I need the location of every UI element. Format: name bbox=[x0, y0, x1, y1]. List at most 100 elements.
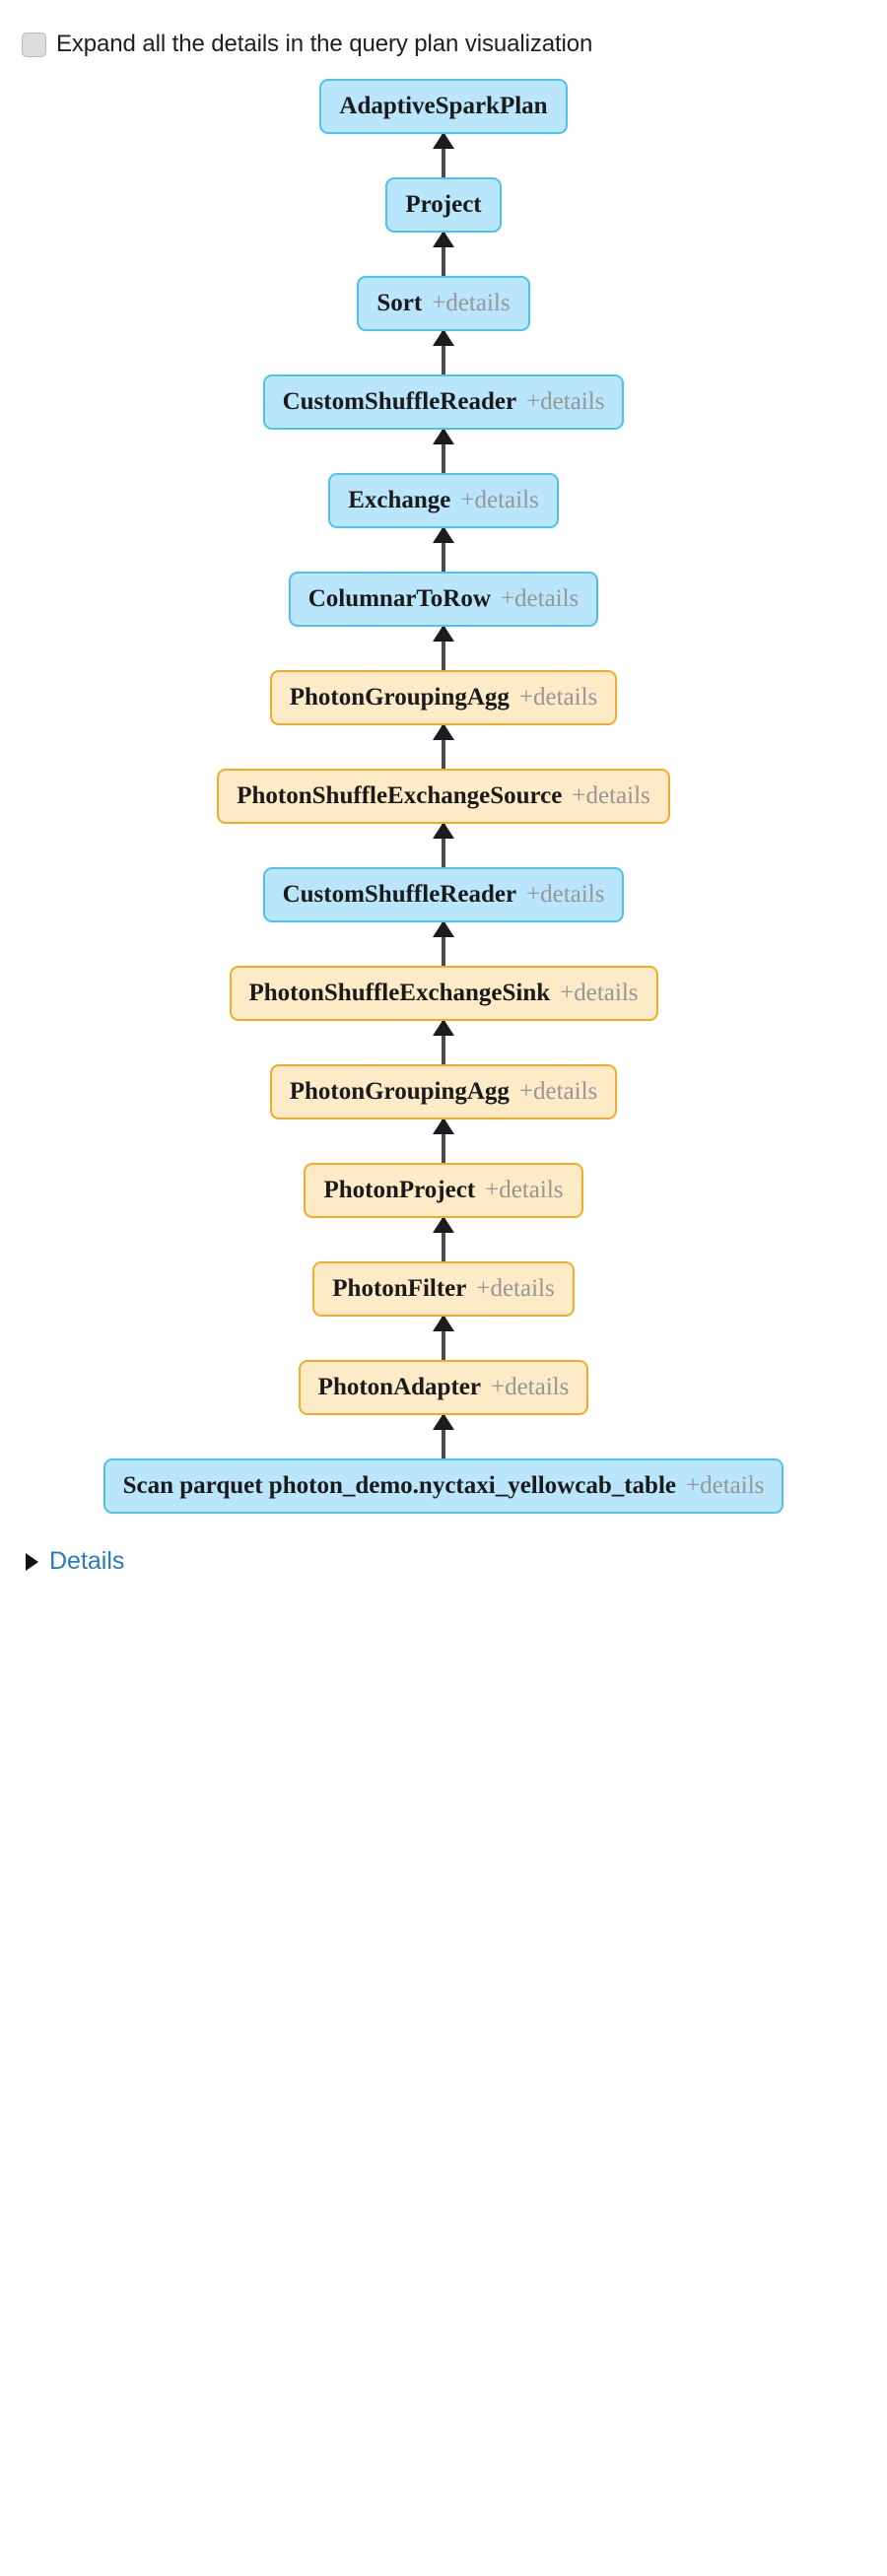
plan-node-operator: PhotonShuffleExchangeSource bbox=[237, 782, 563, 809]
plan-node-operator: PhotonGroupingAgg bbox=[289, 684, 510, 711]
plan-node-photonproject[interactable]: PhotonProject +details bbox=[304, 1163, 583, 1218]
plan-node-operator: PhotonFilter bbox=[332, 1275, 467, 1302]
arrow-shaft bbox=[442, 233, 445, 276]
arrow-up-icon bbox=[0, 920, 887, 966]
plan-node-operator: PhotonShuffleExchangeSink bbox=[248, 980, 551, 1006]
plan-node-operator: PhotonAdapter bbox=[317, 1374, 481, 1400]
arrow-up-icon bbox=[0, 1413, 887, 1458]
arrow-head bbox=[433, 1216, 454, 1233]
arrow-up-icon bbox=[0, 1118, 887, 1163]
plan-node-operator: ColumnarToRow bbox=[307, 585, 491, 612]
arrow-head bbox=[433, 1118, 454, 1134]
plan-node-row: CustomShuffleReader +details bbox=[0, 374, 887, 430]
plan-node-operator: Sort bbox=[376, 290, 423, 316]
arrow-shaft bbox=[442, 627, 445, 670]
plan-node-row: CustomShuffleReader +details bbox=[0, 867, 887, 922]
arrow-up-icon bbox=[0, 822, 887, 867]
arrow-head bbox=[433, 920, 454, 937]
plan-node-row: PhotonGroupingAgg +details bbox=[0, 670, 887, 725]
arrow-shaft bbox=[442, 1119, 445, 1163]
plan-node-details-toggle[interactable]: +details bbox=[518, 684, 598, 711]
details-disclosure-row[interactable]: Details bbox=[0, 1514, 887, 1576]
arrow-up-icon bbox=[0, 723, 887, 769]
arrow-shaft bbox=[442, 1218, 445, 1261]
plan-node-row: AdaptiveSparkPlan bbox=[0, 79, 887, 134]
plan-node-row: PhotonGroupingAgg +details bbox=[0, 1064, 887, 1119]
arrow-shaft bbox=[442, 824, 445, 867]
plan-node-operator: Project bbox=[405, 191, 482, 218]
arrow-up-icon bbox=[0, 1019, 887, 1064]
arrow-head bbox=[433, 1413, 454, 1430]
plan-node-details-toggle[interactable]: +details bbox=[518, 1078, 598, 1105]
arrow-head bbox=[433, 1019, 454, 1036]
plan-node-operator: PhotonGroupingAgg bbox=[289, 1078, 510, 1105]
plan-node-photongroupingagg[interactable]: PhotonGroupingAgg +details bbox=[269, 1064, 618, 1119]
plan-node-customshufflereader[interactable]: CustomShuffleReader +details bbox=[262, 867, 625, 922]
plan-node-row: PhotonShuffleExchangeSource +details bbox=[0, 769, 887, 824]
arrow-shaft bbox=[442, 528, 445, 572]
plan-node-columnartorow[interactable]: ColumnarToRow +details bbox=[288, 572, 599, 627]
plan-node-row: Project bbox=[0, 177, 887, 233]
arrow-shaft bbox=[442, 1317, 445, 1360]
plan-node-operator: CustomShuffleReader bbox=[282, 881, 517, 908]
arrow-up-icon bbox=[0, 625, 887, 670]
plan-node-adaptivesparkplan[interactable]: AdaptiveSparkPlan bbox=[319, 79, 568, 134]
arrow-up-icon bbox=[0, 231, 887, 276]
arrow-shaft bbox=[442, 725, 445, 769]
checkbox-unchecked-icon[interactable] bbox=[22, 32, 46, 57]
arrow-shaft bbox=[442, 430, 445, 473]
arrow-up-icon bbox=[0, 526, 887, 572]
arrow-head bbox=[433, 329, 454, 346]
triangle-right-icon[interactable] bbox=[26, 1552, 38, 1571]
arrow-up-icon bbox=[0, 329, 887, 374]
plan-node-operator: Exchange bbox=[348, 487, 451, 513]
plan-node-details-toggle[interactable]: +details bbox=[500, 585, 580, 612]
plan-node-details-toggle[interactable]: +details bbox=[526, 388, 605, 415]
plan-node-operator: PhotonProject bbox=[323, 1177, 476, 1203]
plan-node-sort[interactable]: Sort +details bbox=[357, 276, 530, 331]
plan-node-scan-parquet-photon-demo-nyctaxi-yellowcab-table[interactable]: Scan parquet photon_demo.nyctaxi_yellowc… bbox=[102, 1458, 785, 1514]
plan-node-details-toggle[interactable]: +details bbox=[476, 1275, 555, 1302]
plan-node-details-toggle[interactable]: +details bbox=[432, 290, 511, 316]
plan-node-exchange[interactable]: Exchange +details bbox=[328, 473, 559, 528]
plan-node-details-toggle[interactable]: +details bbox=[526, 881, 605, 908]
plan-node-details-toggle[interactable]: +details bbox=[686, 1472, 765, 1499]
plan-node-photonshuffleexchangesink[interactable]: PhotonShuffleExchangeSink +details bbox=[229, 966, 658, 1021]
plan-node-customshufflereader[interactable]: CustomShuffleReader +details bbox=[262, 374, 625, 430]
arrow-shaft bbox=[442, 922, 445, 966]
arrow-head bbox=[433, 231, 454, 247]
plan-node-photonshuffleexchangesource[interactable]: PhotonShuffleExchangeSource +details bbox=[217, 769, 670, 824]
arrow-head bbox=[433, 625, 454, 642]
plan-node-details-toggle[interactable]: +details bbox=[490, 1374, 570, 1400]
arrow-head bbox=[433, 1315, 454, 1331]
plan-node-row: PhotonAdapter +details bbox=[0, 1360, 887, 1415]
details-link-label[interactable]: Details bbox=[49, 1547, 125, 1575]
plan-node-details-toggle[interactable]: +details bbox=[460, 487, 539, 513]
arrow-up-icon bbox=[0, 1315, 887, 1360]
arrow-shaft bbox=[442, 1021, 445, 1064]
plan-node-details-toggle[interactable]: +details bbox=[572, 782, 650, 809]
arrow-up-icon bbox=[0, 1216, 887, 1261]
plan-node-row: Scan parquet photon_demo.nyctaxi_yellowc… bbox=[0, 1458, 887, 1514]
arrow-head bbox=[433, 723, 454, 740]
plan-node-operator: Scan parquet photon_demo.nyctaxi_yellowc… bbox=[122, 1472, 677, 1499]
plan-node-row: PhotonShuffleExchangeSink +details bbox=[0, 966, 887, 1021]
expand-details-row[interactable]: Expand all the details in the query plan… bbox=[0, 0, 887, 61]
arrow-up-icon bbox=[0, 132, 887, 177]
plan-node-row: Exchange +details bbox=[0, 473, 887, 528]
plan-node-details-toggle[interactable]: +details bbox=[485, 1177, 564, 1203]
arrow-head bbox=[433, 428, 454, 444]
plan-node-photonfilter[interactable]: PhotonFilter +details bbox=[312, 1261, 575, 1317]
plan-node-photonadapter[interactable]: PhotonAdapter +details bbox=[298, 1360, 589, 1415]
plan-node-project[interactable]: Project bbox=[385, 177, 502, 233]
arrow-up-icon bbox=[0, 428, 887, 473]
plan-node-details-toggle[interactable]: +details bbox=[560, 980, 639, 1006]
plan-node-row: PhotonFilter +details bbox=[0, 1261, 887, 1317]
arrow-head bbox=[433, 822, 454, 839]
plan-node-photongroupingagg[interactable]: PhotonGroupingAgg +details bbox=[269, 670, 618, 725]
arrow-shaft bbox=[442, 1415, 445, 1458]
arrow-shaft bbox=[442, 331, 445, 374]
plan-node-operator: CustomShuffleReader bbox=[282, 388, 517, 415]
plan-node-row: PhotonProject +details bbox=[0, 1163, 887, 1218]
